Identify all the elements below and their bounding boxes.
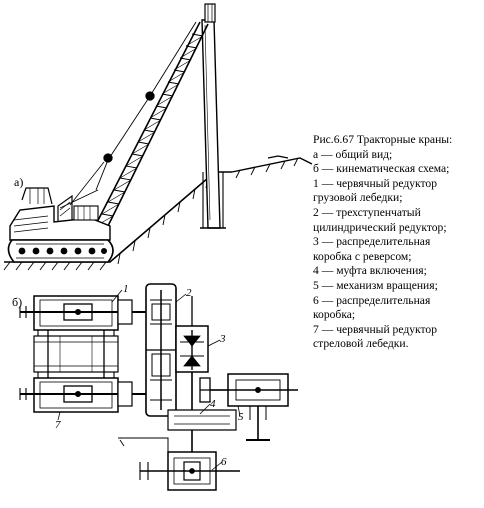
caption-line: а — общий вид; [313,147,393,161]
caption-line: 4 — муфта включения; [313,264,427,278]
panel-a-label: а) [14,175,23,189]
part-number-6: 6 [221,456,227,468]
column [200,3,226,229]
part-number-5: 5 [238,411,244,423]
part-labels: 1 2 3 4 5 6 7 [55,283,244,471]
caption-line: стреловой лебедки. [313,337,409,351]
part-number-7: 7 [55,419,61,431]
caption-line: коробка с реверсом; [313,249,412,263]
tractor [7,187,114,263]
caption-title: Рис.6.67 Тракторные краны: [313,133,453,146]
hoist-winch-shaft [19,295,158,331]
caption-line: грузовой лебедки; [313,191,403,205]
caption-line: б — кинематическая схема; [313,162,450,176]
caption-line: 5 — механизм вращения; [313,278,438,292]
drums [33,330,119,378]
caption-line: 1 — червячный редуктор [313,176,438,190]
caption-line: 3 — распределительная [313,235,431,249]
caption-line: 7 — червячный редуктор [313,322,438,336]
boom-winch-shaft [19,377,158,413]
part-number-3: 3 [219,333,226,345]
main-vertical-shaft [167,372,237,448]
caption-line: цилиндрический редуктор; [313,220,447,234]
figure-caption: Рис.6.67 Тракторные краны: а — общий вид… [313,133,481,352]
part-number-4: 4 [210,398,216,410]
caption-line: коробка; [313,308,356,322]
reverse-distribution-box [146,325,209,373]
panel-b-label: б) [12,295,22,309]
part-number-2: 2 [186,287,192,299]
caption-line: 2 — трехступенчатый [313,205,421,219]
slewing-mechanism [210,373,298,441]
crane-boom [59,21,209,235]
crane-general-view: а) [3,3,313,271]
kinematic-scheme: б) [12,283,298,491]
part-number-1: 1 [123,283,129,295]
caption-line: 6 — распределительная [313,293,431,307]
distribution-box [139,448,240,491]
